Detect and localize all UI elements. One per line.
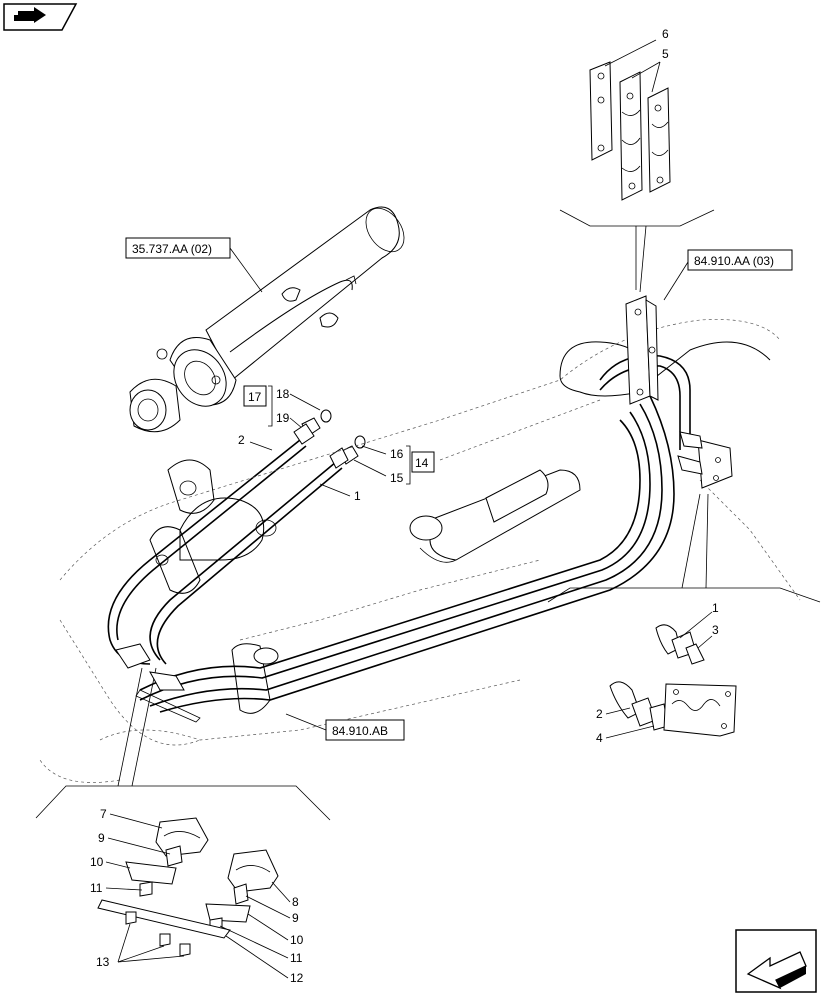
callout-12: 12 xyxy=(290,971,304,985)
hydraulic-cylinder xyxy=(129,206,405,433)
coupling-detail xyxy=(609,624,737,737)
callout-11-right: 11 xyxy=(290,951,303,965)
callout-10-left: 10 xyxy=(90,855,104,869)
ref-box-cylinder[interactable]: 35.737.AA (02) xyxy=(125,237,231,259)
svg-text:17: 17 xyxy=(248,390,262,404)
callout-13: 13 xyxy=(96,955,110,969)
ref-box-pipes[interactable]: 84.910.AA (03) xyxy=(687,249,793,271)
svg-text:84.910.AB: 84.910.AB xyxy=(332,724,388,738)
navigate-back-icon[interactable] xyxy=(735,929,817,993)
callout-16: 16 xyxy=(390,447,404,461)
svg-text:14: 14 xyxy=(415,456,429,470)
pipe-clamp xyxy=(625,295,659,405)
callout-2-hose: 2 xyxy=(238,433,245,447)
callout-8: 8 xyxy=(292,895,299,909)
callout-15: 15 xyxy=(390,471,404,485)
coupling-block xyxy=(677,431,733,489)
clamp-detail-top xyxy=(589,39,671,201)
kit-box-17[interactable]: 17 xyxy=(243,385,267,407)
clamp-detail-bottom xyxy=(97,817,279,957)
axle-pipes xyxy=(139,354,691,714)
callout-1-coupling: 1 xyxy=(712,601,719,615)
hydraulic-hoses xyxy=(107,423,349,665)
callout-10-right: 10 xyxy=(290,933,304,947)
callout-18: 18 xyxy=(276,387,290,401)
callout-3-coupling: 3 xyxy=(712,623,719,637)
callout-11-left: 11 xyxy=(90,881,103,895)
callout-2-coupling: 2 xyxy=(596,707,603,721)
callout-4-coupling: 4 xyxy=(596,731,603,745)
callout-9-right: 9 xyxy=(292,911,299,925)
callout-7: 7 xyxy=(100,807,107,821)
axle-clamp-mount xyxy=(115,643,201,723)
callout-6: 6 xyxy=(662,27,669,41)
callout-5: 5 xyxy=(662,47,669,61)
svg-text:35.737.AA (02): 35.737.AA (02) xyxy=(132,242,212,256)
svg-text:84.910.AA (03): 84.910.AA (03) xyxy=(694,254,774,268)
callout-1-hose: 1 xyxy=(354,489,361,503)
axle-frame xyxy=(39,319,801,783)
callout-9-left: 9 xyxy=(98,831,105,845)
navigate-forward-icon[interactable] xyxy=(3,3,78,31)
kit-box-14[interactable]: 14 xyxy=(411,451,435,473)
callout-19: 19 xyxy=(276,411,290,425)
ref-box-axle[interactable]: 84.910.AB xyxy=(325,719,405,741)
steering-cylinder xyxy=(409,469,581,563)
